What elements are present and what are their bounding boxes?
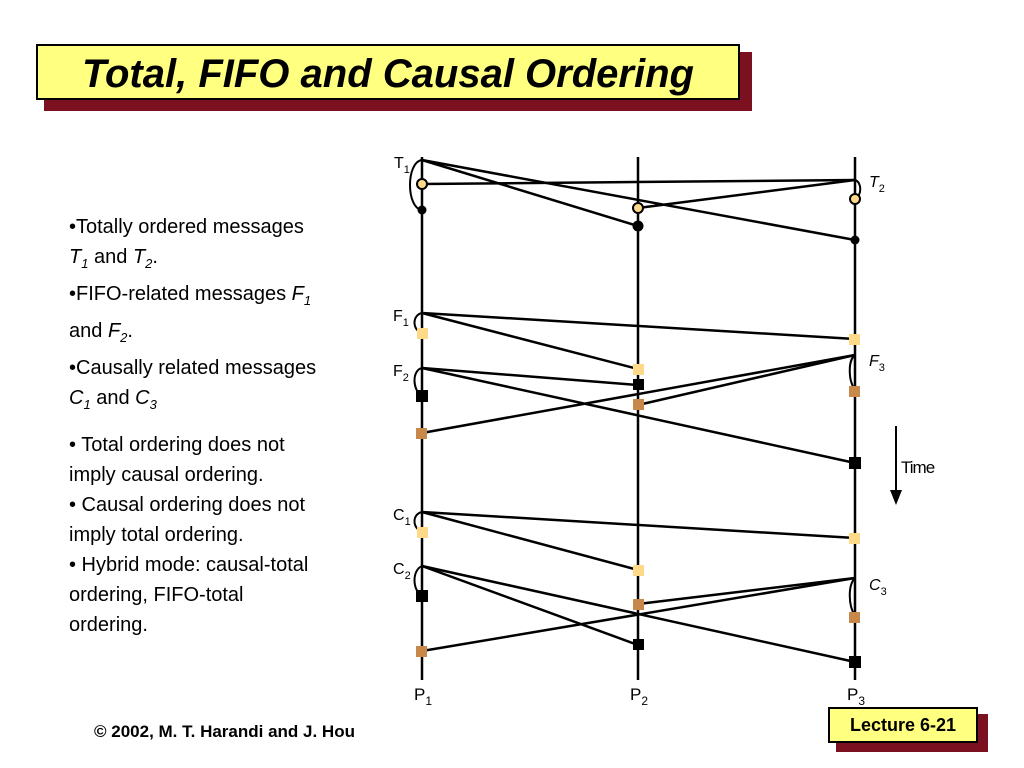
event-square-light <box>849 334 860 345</box>
title-box: Total, FIFO and Causal Ordering <box>36 44 740 100</box>
process-label-p3: P3 <box>847 685 865 708</box>
event-square-light <box>417 328 428 339</box>
event-square-black <box>416 390 428 402</box>
bullet-item: •Causally related messages C1 and C3 <box>69 357 317 412</box>
bullet-item: • Hybrid mode: causal-total ordering, FI… <box>69 554 309 636</box>
deliver-event-dot <box>850 235 860 245</box>
event-square-brown <box>416 646 427 657</box>
event-square-black <box>633 639 644 650</box>
message-arrow <box>421 178 856 186</box>
process-label-p2: P2 <box>630 685 648 708</box>
event-square-brown <box>416 428 427 439</box>
event-square-black <box>416 590 428 602</box>
message-arrow <box>421 311 639 371</box>
label-c2: C2 <box>393 561 411 582</box>
deliver-event-dot <box>632 220 644 232</box>
event-square-light <box>417 527 428 538</box>
message-arrow <box>421 353 856 435</box>
event-square-brown <box>849 612 860 623</box>
bullet-list: •Totally ordered messages T1 and T2. •FIF… <box>69 212 369 640</box>
receive-event-open <box>632 202 644 214</box>
event-square-black <box>633 379 644 390</box>
deliver-event-dot <box>417 205 427 215</box>
message-arrow <box>637 576 856 606</box>
process-label-p1: P1 <box>414 685 432 708</box>
event-square-light <box>633 364 644 375</box>
message-arrow <box>421 158 856 242</box>
message-arrow <box>421 576 856 653</box>
bullet-item: •Totally ordered messages T1 and T2. <box>69 216 304 271</box>
message-arrow <box>421 366 639 387</box>
copyright-footer: © 2002, M. T. Harandi and J. Hou <box>94 722 355 741</box>
time-arrow-head <box>890 490 902 505</box>
bullet-item: • Total ordering does not imply causal o… <box>69 434 285 486</box>
time-label: Time <box>901 458 935 477</box>
message-arrow <box>637 178 856 210</box>
message-arrow <box>421 564 639 647</box>
event-square-brown <box>849 386 860 397</box>
message-arrow <box>421 366 856 465</box>
message-arrow <box>637 353 856 407</box>
label-t2: T2 <box>869 174 885 195</box>
receive-event-open <box>849 193 861 205</box>
lecture-badge: Lecture 6-21 <box>828 707 978 743</box>
label-t1: T1 <box>394 155 410 176</box>
label-f2: F2 <box>393 363 409 384</box>
event-square-black <box>849 457 861 469</box>
event-square-light <box>849 533 860 544</box>
receive-event-open <box>416 178 428 190</box>
label-c3: C3 <box>869 577 887 598</box>
event-square-black <box>849 656 861 668</box>
label-c1: C1 <box>393 507 411 528</box>
message-arrow <box>421 510 856 540</box>
event-square-brown <box>633 599 644 610</box>
message-arrow <box>421 510 639 572</box>
bullet-item: • Causal ordering does not imply total o… <box>69 494 306 546</box>
label-f3: F3 <box>869 353 885 374</box>
lecture-number: Lecture 6-21 <box>849 715 957 735</box>
message-arrow <box>421 158 639 228</box>
label-f1: F1 <box>393 308 409 329</box>
message-arrow <box>421 311 856 341</box>
page-title: Total, FIFO and Causal Ordering <box>82 52 694 96</box>
event-square-brown <box>633 399 644 410</box>
event-square-light <box>633 565 644 576</box>
